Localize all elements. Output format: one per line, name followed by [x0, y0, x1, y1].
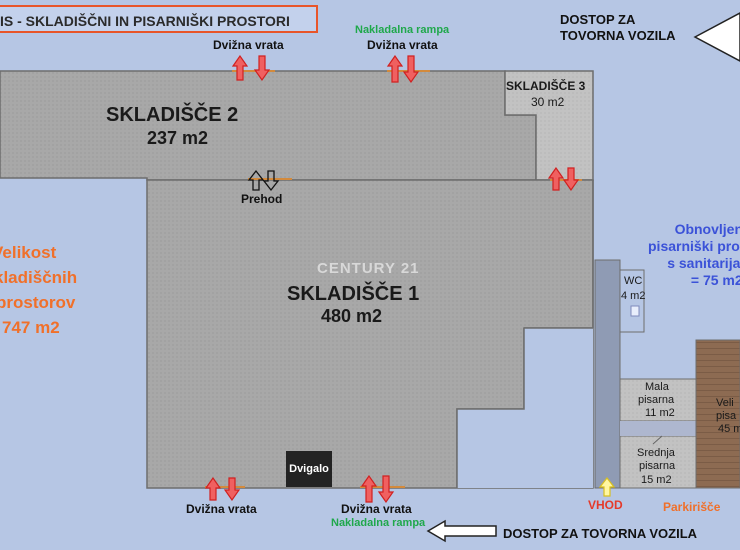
- room-mala-area: 11 m2: [645, 407, 675, 419]
- room-wc-area: 4 m2: [621, 290, 646, 302]
- ramp-label-top: Nakladalna rampa: [355, 24, 450, 36]
- passage-label: Prehod: [241, 192, 283, 206]
- room-skladisce2-name: SKLADIŠČE 2: [106, 104, 239, 126]
- door-arrows-top-ramp-icon: [386, 54, 420, 84]
- velika-pisarna-area: [695, 339, 740, 489]
- access-top-line2: TOVORNA VOZILA: [560, 28, 676, 43]
- door-label-top-ramp: Dvižna vrata: [367, 38, 438, 52]
- door-label-top-left: Dvižna vrata: [213, 38, 284, 52]
- room-velika-line2: pisa: [716, 410, 737, 422]
- entrance-label: VHOD: [588, 498, 623, 512]
- size-note-line4: 747 m2: [2, 318, 60, 337]
- door-arrows-bottom-ramp-icon: [360, 474, 395, 504]
- size-note: Velikost kladiščnih prostorov 747 m2: [0, 240, 77, 340]
- watermark-logo: CENTURY 21: [317, 260, 420, 277]
- size-note-line1: Velikost: [0, 243, 57, 262]
- size-note-line3: prostorov: [0, 293, 76, 312]
- room-srednja-area: 15 m2: [641, 474, 672, 486]
- room-skladisce1-area: 480 m2: [321, 306, 383, 326]
- access-bottom-arrow-icon: [426, 519, 497, 543]
- room-srednja-line1: Srednja: [637, 447, 675, 459]
- offices-note-line4: = 75 m2: [690, 272, 740, 288]
- offices-note-line2: pisarniški pros: [648, 238, 740, 254]
- room-srednja-line2: pisarna: [639, 460, 676, 472]
- room-wc-name: WC: [624, 275, 643, 287]
- door-arrows-bottom-left-icon: [204, 476, 241, 502]
- room-skladisce3-area: 30 m2: [531, 95, 565, 109]
- room-skladisce1-name: SKLADIŠČE 1: [287, 283, 420, 305]
- corridor-area: [594, 259, 621, 489]
- room-mala-line1: Mala: [645, 381, 669, 393]
- page-title: IS - SKLADIŠČNI IN PISARNIŠKI PROSTORI: [0, 5, 318, 33]
- access-top-line1: DOSTOP ZA: [560, 12, 636, 27]
- room-velika-area: 45 m: [718, 423, 740, 435]
- room-velika-line1: Veli: [716, 397, 734, 409]
- door-arrows-top-left-icon: [231, 54, 271, 82]
- parking-label: Parkirišče: [663, 500, 721, 514]
- skladisce2-area: [0, 70, 537, 181]
- size-note-line2: kladiščnih: [0, 268, 78, 287]
- passage-arrows-icon: [247, 169, 280, 192]
- entrance-arrow-icon: [598, 477, 616, 497]
- elevator: Dvigalo: [286, 451, 332, 487]
- door-label-bottom-ramp: Dvižna vrata: [341, 502, 412, 516]
- offices-note-line1: Obnovljen: [674, 221, 740, 237]
- offices-note: Obnovljen pisarniški pros s sanitarija =…: [648, 221, 740, 289]
- door-arrows-skladisce3-icon: [547, 166, 580, 192]
- ramp-label-bottom: Nakladalna rampa: [331, 517, 426, 529]
- access-top-arrow-icon: [693, 12, 740, 62]
- room-skladisce2-area: 237 m2: [147, 128, 209, 148]
- wc-area: [619, 269, 645, 333]
- room-skladisce3-name: SKLADIŠČE 3: [506, 79, 586, 93]
- room-mala-line2: pisarna: [638, 394, 675, 406]
- access-bottom-label: DOSTOP ZA TOVORNA VOZILA: [503, 526, 698, 541]
- offices-note-line3: s sanitarija: [667, 255, 740, 271]
- door-label-bottom-left: Dvižna vrata: [186, 502, 257, 516]
- mala-pisarna-area: [619, 378, 697, 422]
